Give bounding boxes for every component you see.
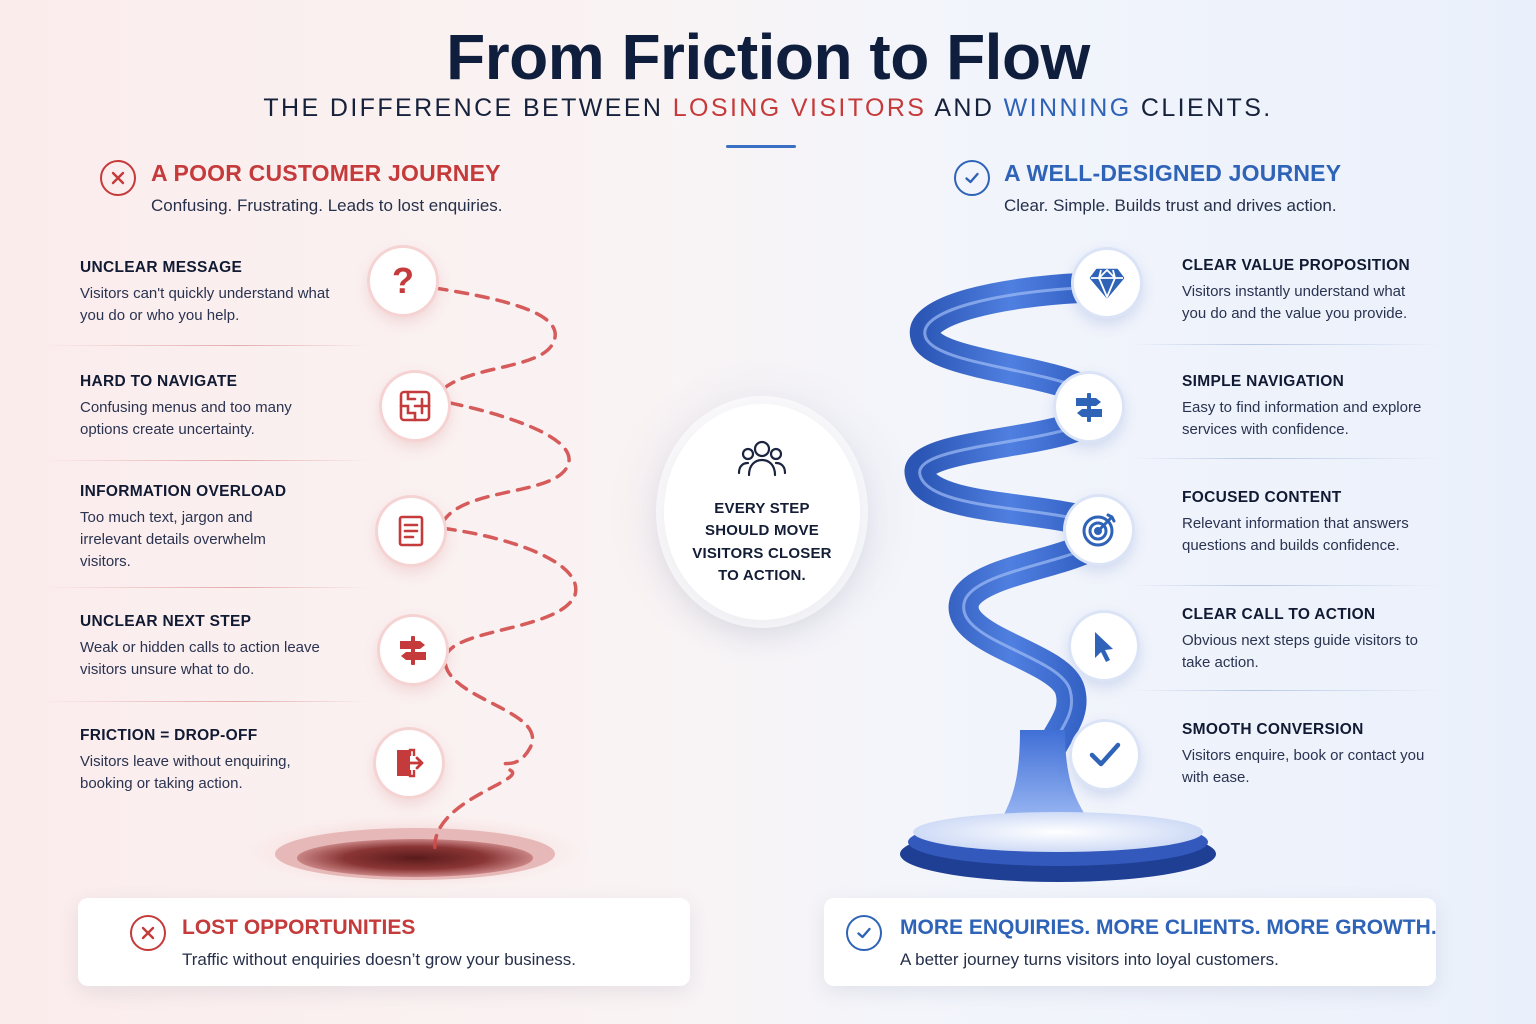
checkmark-icon <box>1072 722 1138 788</box>
question-mark-icon: ? <box>370 248 436 314</box>
good-item-2-title: SIMPLE NAVIGATION <box>1182 373 1345 390</box>
lost-opportunities-subtitle: Traffic without enquiries doesn’t grow y… <box>182 950 577 969</box>
good-item-3-desc: Relevant information that answers questi… <box>1182 515 1409 554</box>
title-divider <box>726 145 796 148</box>
good-item-4-title: CLEAR CALL TO ACTION <box>1182 606 1376 623</box>
poor-journey-subtitle: Confusing. Frustrating. Leads to lost en… <box>151 196 503 215</box>
center-line: VISITORS CLOSER <box>692 544 832 562</box>
people-group-icon <box>737 437 787 484</box>
more-growth-title: MORE ENQUIRIES. MORE CLIENTS. MORE GROWT… <box>900 916 1437 939</box>
page-title: From Friction to Flow <box>446 21 1090 93</box>
x-circle-icon <box>130 915 166 951</box>
poor-item-1-title: UNCLEAR MESSAGE <box>80 259 243 276</box>
separator <box>1130 458 1440 459</box>
maze-icon <box>382 373 448 439</box>
poor-item-2-desc: Confusing menus and too many options cre… <box>80 399 292 438</box>
subtitle-part: CLIENTS. <box>1131 94 1273 122</box>
good-journey-title: A WELL-DESIGNED JOURNEY <box>1004 160 1342 186</box>
good-item-1-desc: Visitors instantly understand what you d… <box>1182 283 1408 322</box>
good-journey-subtitle: Clear. Simple. Builds trust and drives a… <box>1004 196 1337 215</box>
drop-off-pit <box>297 839 533 877</box>
diamond-icon <box>1074 250 1140 316</box>
poor-item-4-desc: Weak or hidden calls to action leave vis… <box>80 639 320 678</box>
exit-door-icon <box>376 730 442 796</box>
road-beam <box>1000 730 1090 822</box>
subtitle-part: AND <box>926 94 1004 122</box>
document-icon <box>378 498 444 564</box>
target-icon <box>1066 497 1132 563</box>
separator <box>40 701 370 702</box>
conversion-platform <box>913 812 1203 852</box>
separator <box>1130 344 1440 345</box>
separator <box>1130 690 1440 691</box>
poor-journey-title: A POOR CUSTOMER JOURNEY <box>151 160 501 186</box>
separator <box>40 587 370 588</box>
poor-item-2-title: HARD TO NAVIGATE <box>80 373 238 390</box>
subtitle-losing: LOSING VISITORS <box>672 94 927 122</box>
good-item-3-title: FOCUSED CONTENT <box>1182 489 1342 506</box>
lost-opportunities-card: LOST OPPORTUNITIES Traffic without enqui… <box>78 898 690 986</box>
flow-road <box>900 273 1216 882</box>
poor-item-3-desc: Too much text, jargon and irrelevant det… <box>80 509 266 570</box>
cursor-icon <box>1071 613 1137 679</box>
good-item-4-desc: Obvious next steps guide visitors to tak… <box>1182 632 1418 671</box>
poor-item-5-desc: Visitors leave without enquiring, bookin… <box>80 753 291 792</box>
x-circle-icon <box>100 160 136 196</box>
good-item-5-title: SMOOTH CONVERSION <box>1182 721 1364 738</box>
good-item-5-desc: Visitors enquire, book or contact you wi… <box>1182 747 1425 786</box>
poor-item-1-desc: Visitors can't quickly understand what y… <box>80 285 330 324</box>
center-line: SHOULD MOVE <box>705 522 819 539</box>
center-message: EVERY STEP SHOULD MOVE VISITORS CLOSER T… <box>692 498 831 588</box>
poor-item-5-title: FRICTION = DROP-OFF <box>80 727 258 744</box>
signpost-icon <box>380 617 446 683</box>
separator <box>1130 585 1440 586</box>
good-item-2-desc: Easy to find information and explore ser… <box>1182 399 1422 438</box>
subtitle-winning: WINNING <box>1003 94 1132 122</box>
center-line: EVERY STEP <box>714 499 810 517</box>
more-growth-subtitle: A better journey turns visitors into loy… <box>900 950 1279 969</box>
subtitle-part: THE DIFFERENCE BETWEEN <box>263 94 673 122</box>
check-circle-icon <box>846 915 882 951</box>
good-item-1-title: CLEAR VALUE PROPOSITION <box>1182 257 1410 274</box>
center-line: TO ACTION. <box>718 567 806 584</box>
separator <box>40 460 370 461</box>
check-circle-icon <box>954 160 990 196</box>
more-growth-card: MORE ENQUIRIES. MORE CLIENTS. MORE GROWT… <box>824 898 1437 986</box>
friction-path <box>240 286 590 890</box>
center-badge: EVERY STEP SHOULD MOVE VISITORS CLOSER T… <box>664 404 860 620</box>
page-subtitle: THE DIFFERENCE BETWEEN LOSING VISITORS A… <box>0 94 1536 123</box>
lost-opportunities-title: LOST OPPORTUNITIES <box>182 916 416 939</box>
signpost-icon <box>1056 374 1122 440</box>
separator <box>40 345 370 346</box>
poor-item-4-title: UNCLEAR NEXT STEP <box>80 613 252 630</box>
poor-item-3-title: INFORMATION OVERLOAD <box>80 483 287 500</box>
